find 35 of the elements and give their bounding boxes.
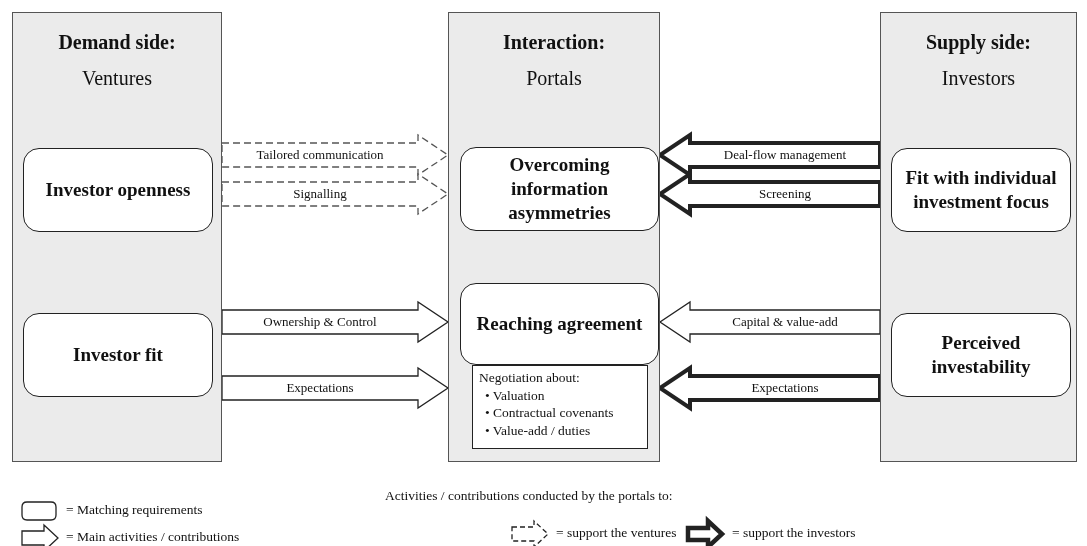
requirement-box: [891, 148, 1071, 232]
requirement-box: [23, 148, 213, 232]
legend-text: = Main activities / contributions: [66, 529, 240, 545]
edge-label: Signalling: [291, 186, 349, 202]
column-panel: [12, 12, 222, 462]
column-heading: Supply side:: [924, 31, 1033, 54]
column-heading: Demand side:: [57, 31, 177, 54]
legend-text: = Matching requirements: [66, 502, 203, 518]
requirement-text: Fit with individual investment focus: [904, 166, 1058, 214]
column-subtitle: Investors: [940, 67, 1017, 90]
requirement-box: [460, 147, 659, 231]
edge-label: Deal-flow management: [721, 147, 849, 163]
legend-text: = support the ventures: [556, 525, 677, 541]
list-item: • Value-add / duties: [484, 421, 592, 440]
negotiation-box: [472, 365, 648, 449]
list-heading: Negotiation about:: [479, 369, 581, 387]
column-subtitle: Portals: [525, 67, 583, 90]
edge-label: Capital & value-add: [730, 314, 840, 330]
requirement-text: Reaching agreement: [476, 312, 643, 336]
column-panel: [880, 12, 1077, 462]
column-subtitle: Ventures: [81, 67, 153, 90]
requirement-text: Perceived investability: [930, 331, 1032, 379]
requirement-text: Investor openness: [45, 178, 191, 202]
requirement-box: [23, 313, 213, 397]
list-item: • Contractual covenants: [484, 404, 615, 422]
column-panel: [448, 12, 660, 462]
legend-text: = support the investors: [732, 525, 856, 541]
column-heading: Interaction:: [501, 31, 607, 54]
list-item: • Valuation: [484, 386, 546, 405]
requirement-box: [891, 313, 1071, 397]
edge-label: Ownership & Control: [261, 314, 379, 330]
requirement-text: Overcoming information asymmetries: [507, 153, 612, 225]
note-text: Activities / contributions conducted by the portals to:: [385, 488, 673, 504]
requirement-text: Investor fit: [73, 343, 163, 367]
requirement-box: [460, 283, 659, 365]
